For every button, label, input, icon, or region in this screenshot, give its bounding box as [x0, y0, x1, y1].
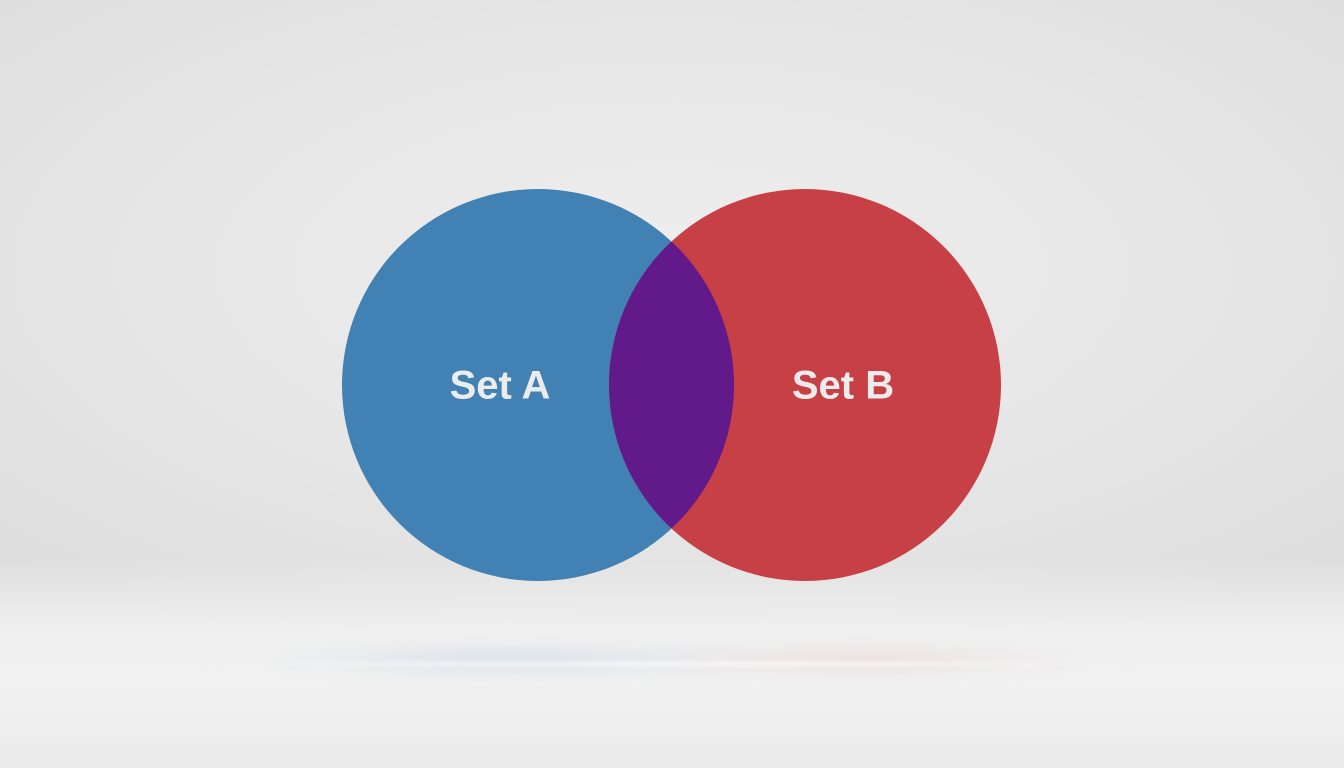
set-a-label: Set A — [449, 363, 551, 408]
set-b-reflection — [620, 640, 1100, 680]
set-a-reflection — [250, 640, 770, 680]
set-b-label: Set B — [791, 363, 895, 408]
intersection-region — [609, 189, 734, 581]
horizon-highlight — [200, 662, 1140, 666]
